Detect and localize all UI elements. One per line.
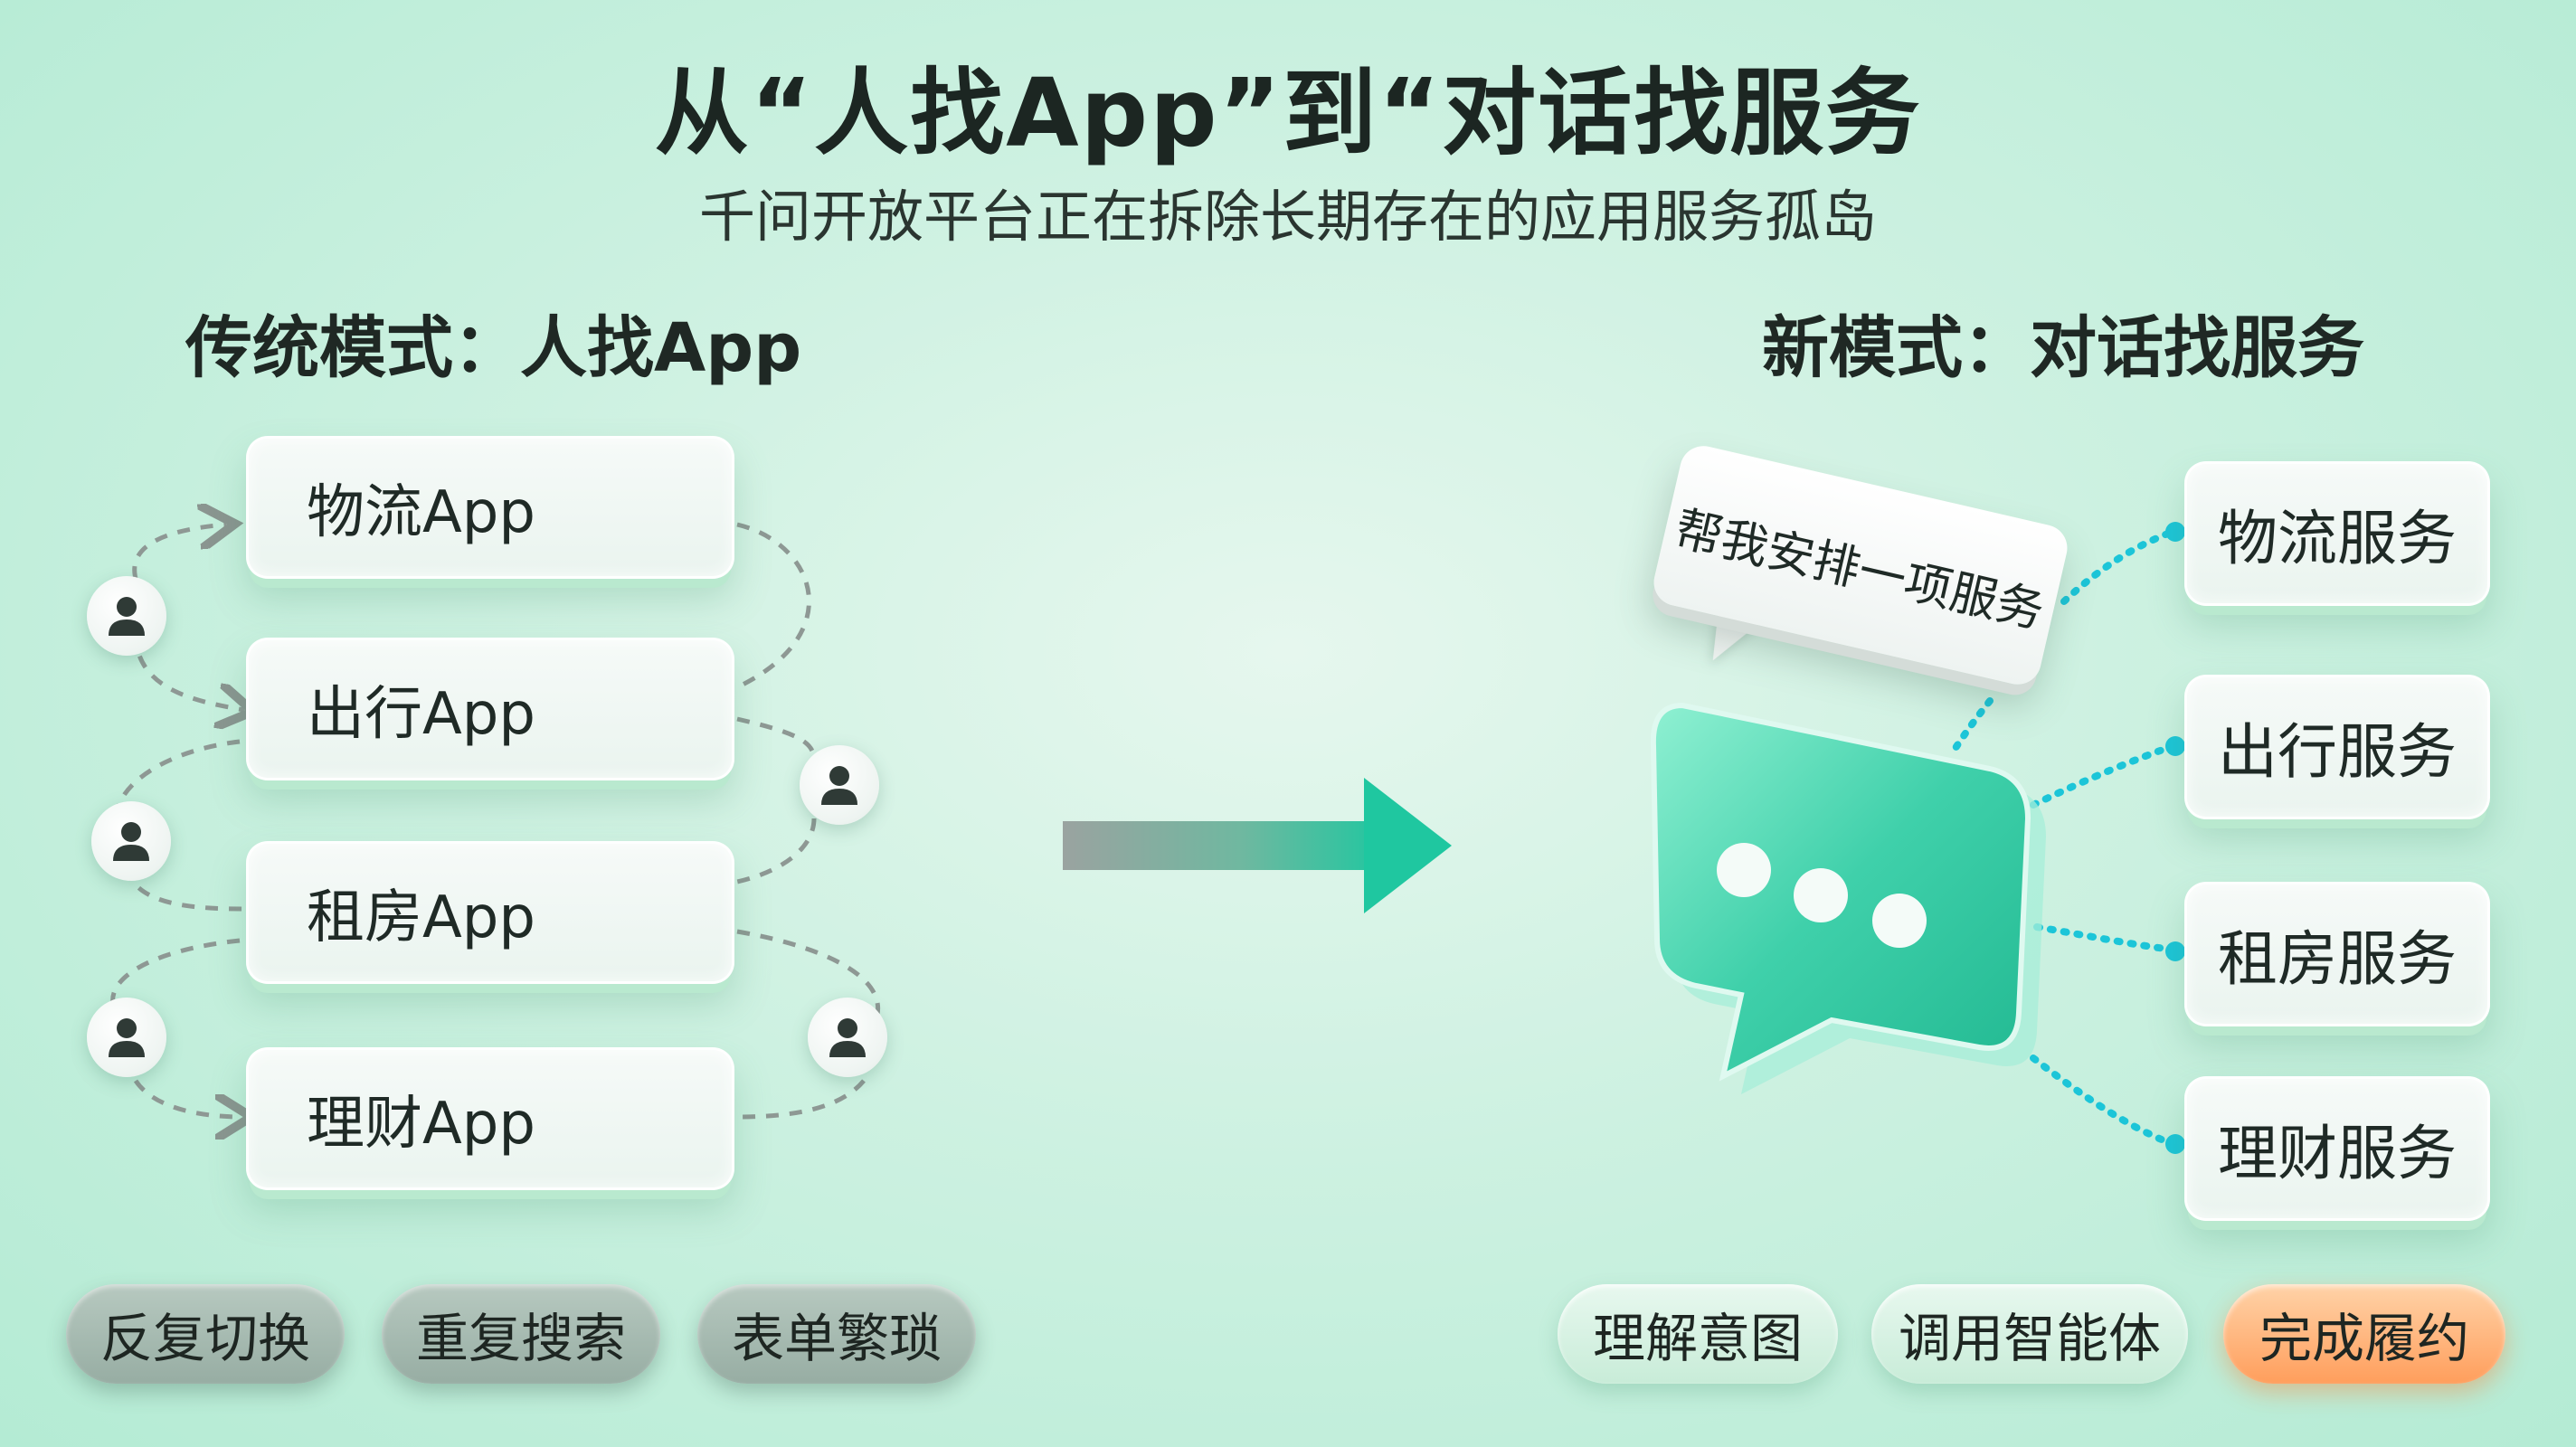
app-card-rental: 租房App — [246, 841, 734, 984]
right-section-heading: 新模式：对话找服务 — [1762, 309, 2364, 387]
pill-label: 完成履约 — [2259, 1308, 2469, 1369]
left-section-heading: 传统模式：人找App — [185, 309, 802, 387]
chat-bubble-icon — [1650, 702, 2046, 1094]
app-card-travel: 出行App — [246, 638, 734, 780]
person-icon — [808, 998, 887, 1077]
app-card-label: 理财App — [307, 1091, 536, 1158]
app-card-logistics: 物流App — [246, 436, 734, 579]
pain-point-pill: 重复搜索 — [382, 1284, 660, 1384]
service-card-finance: 理财服务 — [2184, 1076, 2490, 1221]
service-card-label: 租房服务 — [2218, 924, 2457, 994]
service-card-logistics: 物流服务 — [2184, 461, 2490, 606]
service-card-label: 出行服务 — [2218, 717, 2457, 787]
app-card-label: 租房App — [307, 884, 536, 951]
left-flow-lines — [110, 525, 880, 1117]
pain-point-pill: 表单繁琐 — [697, 1284, 976, 1384]
speech-bubble-text: 帮我安排一项服务 — [1670, 501, 2050, 639]
pain-point-pill: 反复切换 — [66, 1284, 345, 1384]
person-icon — [87, 998, 166, 1077]
right-arrow-icon — [1063, 778, 1452, 913]
service-connectors — [1950, 528, 2176, 1148]
person-icon — [800, 745, 879, 825]
pill-label: 理解意图 — [1592, 1308, 1803, 1369]
person-icon — [87, 576, 166, 656]
service-card-rental: 租房服务 — [2184, 882, 2490, 1026]
step-pill-understand: 理解意图 — [1558, 1284, 1838, 1384]
step-pill-invoke: 调用智能体 — [1871, 1284, 2188, 1384]
service-card-label: 理财服务 — [2218, 1119, 2457, 1188]
pill-label: 重复搜索 — [415, 1308, 626, 1369]
service-card-travel: 出行服务 — [2184, 675, 2490, 819]
page-title: 从“人找App”到“对话找服务 — [654, 58, 1922, 168]
app-card-label: 物流App — [307, 479, 536, 546]
step-pill-fulfill: 完成履约 — [2223, 1284, 2505, 1384]
service-connector-dots — [2165, 522, 2185, 1154]
pill-label: 调用智能体 — [1898, 1308, 2161, 1369]
person-icon — [91, 801, 171, 881]
page-subtitle: 千问开放平台正在拆除长期存在的应用服务孤岛 — [698, 184, 1877, 250]
app-card-label: 出行App — [307, 681, 536, 748]
pill-label: 反复切换 — [99, 1308, 310, 1369]
pill-label: 表单繁琐 — [731, 1308, 942, 1369]
service-card-label: 物流服务 — [2218, 504, 2457, 573]
app-card-finance: 理财App — [246, 1047, 734, 1190]
